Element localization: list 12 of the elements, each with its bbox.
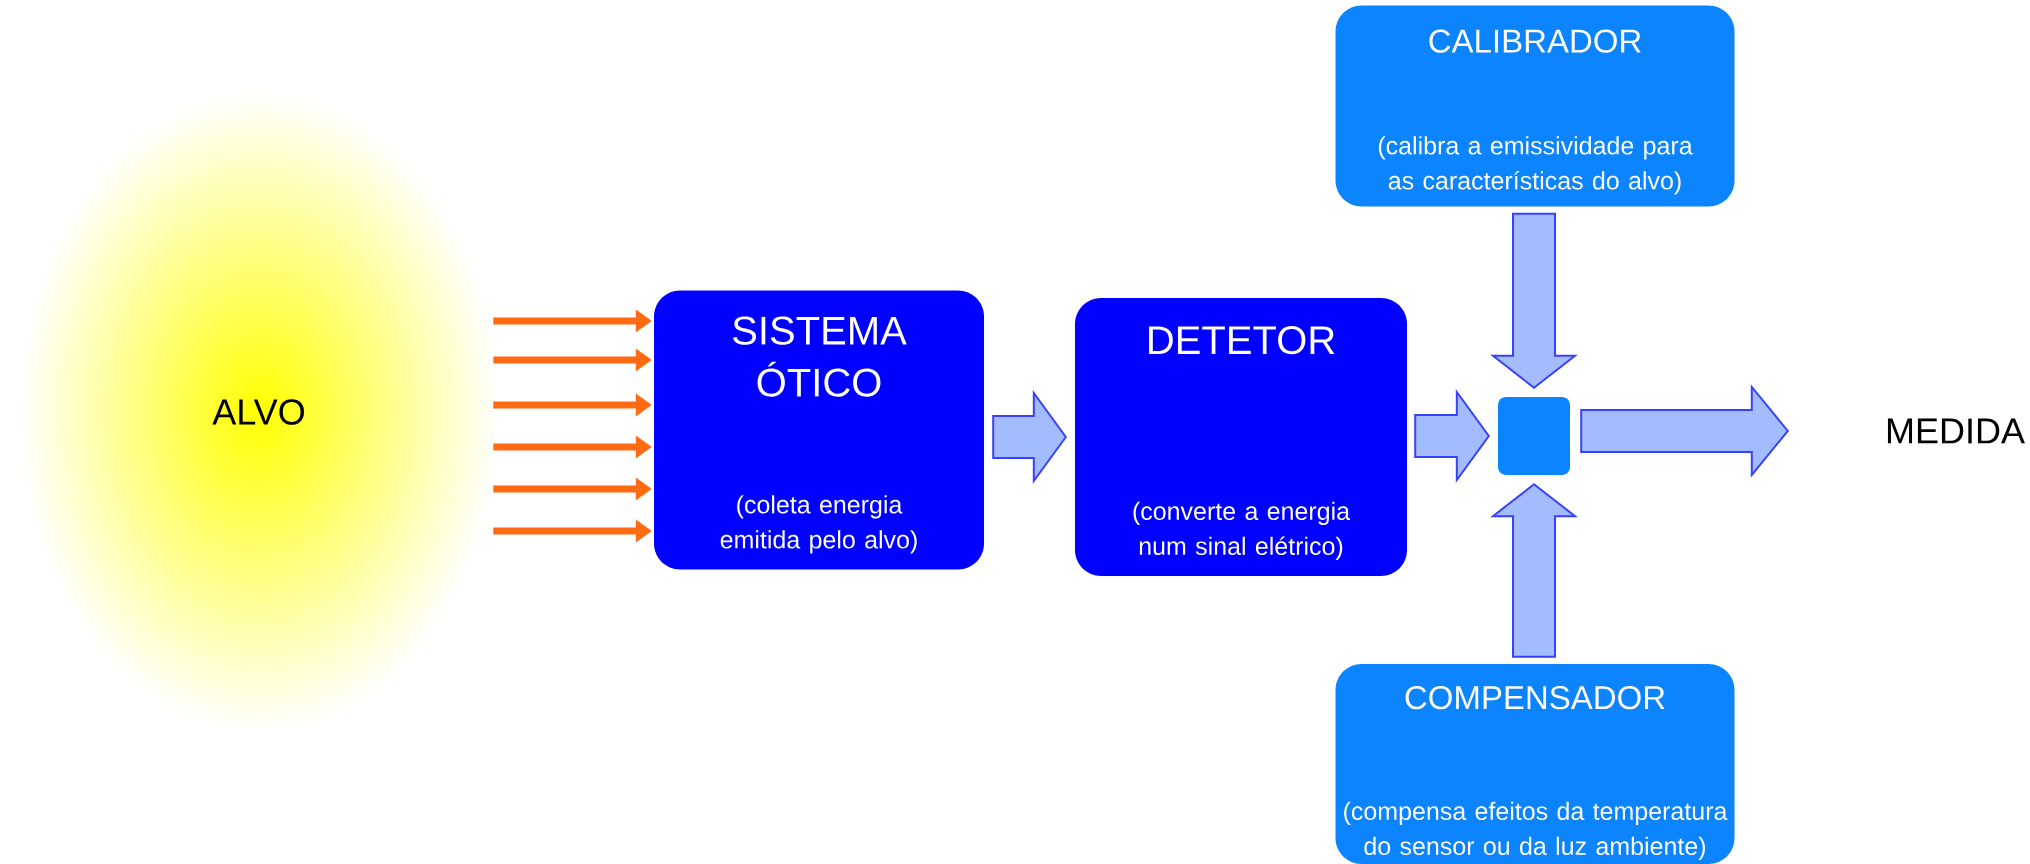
- block-arrow: [1580, 384, 1790, 478]
- process-box: CALIBRADOR (calibra a emissividade para as características do alvo): [1335, 5, 1735, 207]
- process-box: COMPENSADOR (compensa efeitos da temperatura do sensor ou da luz ambiente): [1335, 664, 1735, 864]
- process-box: SISTEMA ÓTICO (coleta energia emitida pelo alvo): [654, 290, 984, 570]
- block-arrow: [1490, 482, 1578, 658]
- block-arrow: [1490, 212, 1578, 390]
- process-box: DETETOR (converte a energia num sinal elétrico): [1075, 298, 1407, 576]
- block-arrow: [992, 389, 1068, 485]
- junction-square: [1498, 397, 1570, 475]
- block-arrow: [1414, 388, 1491, 484]
- output-label: MEDIDA: [1887, 418, 2025, 444]
- glowing-target: ALVO: [18, 91, 500, 733]
